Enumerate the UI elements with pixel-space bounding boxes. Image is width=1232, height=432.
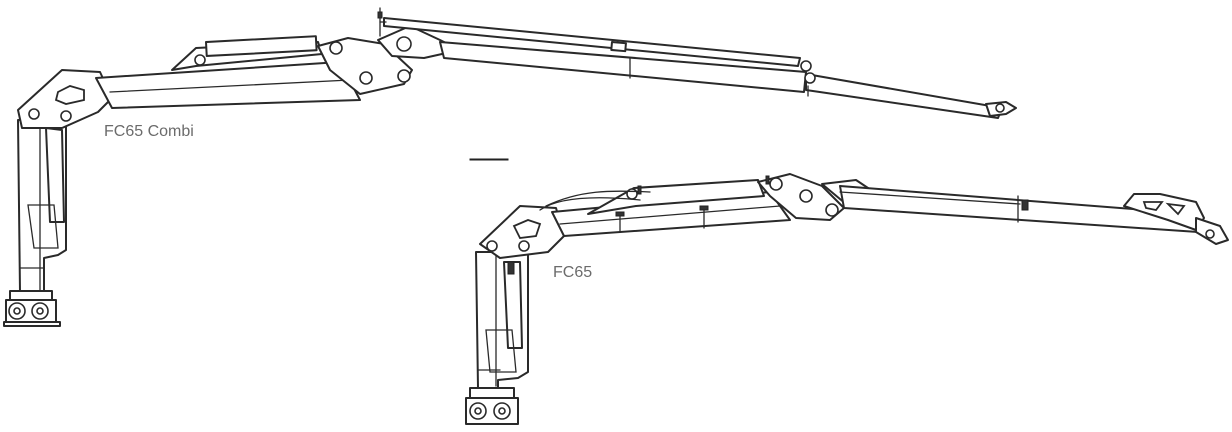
combi-knuckle-plate (17, 69, 113, 129)
fc65-extension-head (1123, 193, 1229, 245)
combi-link-plates (317, 7, 461, 95)
label-fc65-combi: FC65 Combi (104, 123, 194, 140)
crane-fc65 (465, 158, 1229, 425)
fc65-detail-stubs (469, 158, 770, 195)
combi-slewing-base (3, 290, 61, 327)
combi-main-cylinder (171, 35, 323, 71)
combi-main-boom (95, 61, 361, 109)
fc65-main-cylinder (539, 179, 765, 215)
combi-column (17, 117, 67, 293)
label-fc65: FC65 (553, 264, 593, 281)
combi-boom-tip (985, 101, 1017, 117)
fc65-slewing-base (465, 387, 519, 425)
crane-fc65-combi (3, 7, 1017, 327)
combi-outer-boom (439, 41, 1003, 119)
fc65-knuckle-plate (479, 205, 565, 259)
combi-extension-cylinder (379, 17, 801, 67)
fc65-column (475, 251, 529, 389)
